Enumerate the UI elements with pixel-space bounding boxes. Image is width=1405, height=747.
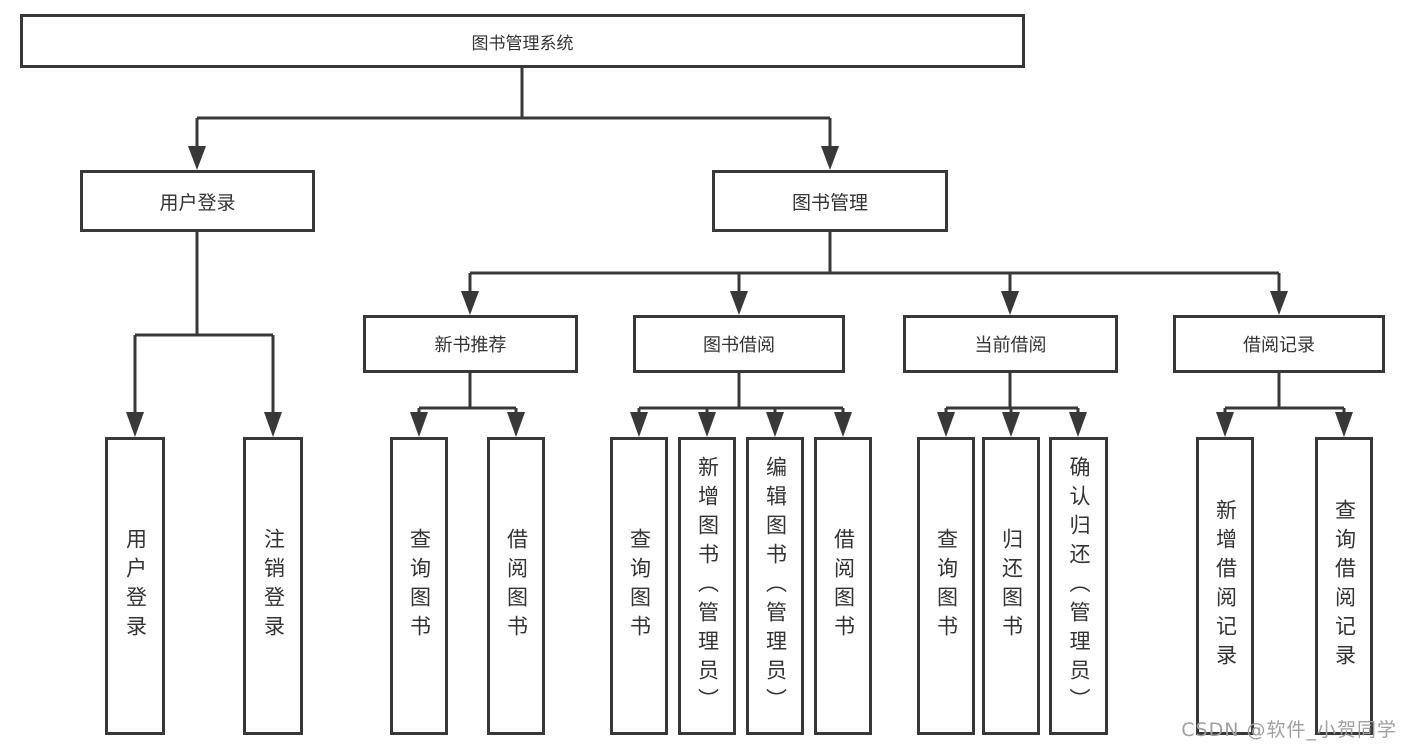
node-label: 查询图书 — [934, 528, 959, 644]
node-label: 查询图书 — [407, 528, 432, 644]
leaf-add-borrow-record: 新增借阅记录 — [1196, 437, 1254, 735]
node-label: 查询借阅记录 — [1332, 499, 1357, 673]
leaf-user-login: 用户登录 — [105, 437, 165, 735]
node-label: 借阅图书 — [504, 528, 529, 644]
node-label: 用户登录 — [123, 528, 148, 644]
node-borrow-records: 借阅记录 — [1173, 315, 1385, 373]
node-label: 注销登录 — [261, 528, 286, 644]
node-book-management: 图书管理 — [712, 170, 948, 232]
node-label: 用户登录 — [159, 191, 236, 214]
leaf-borrow-books: 借阅图书 — [814, 437, 872, 735]
node-label: 编辑图书（管理员） — [763, 455, 788, 717]
leaf-query-books-current: 查询图书 — [917, 437, 975, 735]
leaf-confirm-return-admin: 确认归还（管理员） — [1049, 437, 1108, 735]
node-label: 图书借阅 — [703, 335, 775, 356]
leaf-borrow-books-recommend: 借阅图书 — [487, 437, 545, 735]
node-label: 新增借阅记录 — [1213, 499, 1238, 673]
node-new-book-recommend: 新书推荐 — [363, 315, 578, 373]
leaf-return-books: 归还图书 — [982, 437, 1040, 735]
node-label: 新增图书（管理员） — [695, 455, 720, 717]
node-book-borrow: 图书借阅 — [633, 315, 845, 373]
node-label: 借阅记录 — [1243, 335, 1315, 356]
node-label: 图书管理 — [791, 191, 868, 214]
csdn-watermark: CSDN @软件_小贺同学 — [1181, 719, 1397, 741]
node-label: 图书管理系统 — [471, 33, 574, 54]
node-label: 借阅图书 — [831, 528, 856, 644]
leaf-query-books-borrow: 查询图书 — [610, 437, 668, 735]
leaf-logout: 注销登录 — [243, 437, 303, 735]
leaf-query-borrow-record: 查询借阅记录 — [1315, 437, 1373, 735]
node-label: 确认归还（管理员） — [1067, 455, 1091, 717]
leaf-add-books-admin: 新增图书（管理员） — [678, 437, 736, 735]
leaf-query-books-recommend: 查询图书 — [390, 437, 448, 735]
node-label: 当前借阅 — [974, 335, 1047, 356]
node-label: 新书推荐 — [434, 335, 507, 356]
node-user-login: 用户登录 — [80, 170, 315, 232]
node-label: 查询图书 — [627, 528, 652, 644]
node-label: 归还图书 — [999, 528, 1024, 644]
node-current-borrow: 当前借阅 — [903, 315, 1118, 373]
node-library-management-system: 图书管理系统 — [20, 14, 1025, 68]
leaf-edit-books-admin: 编辑图书（管理员） — [746, 437, 804, 735]
